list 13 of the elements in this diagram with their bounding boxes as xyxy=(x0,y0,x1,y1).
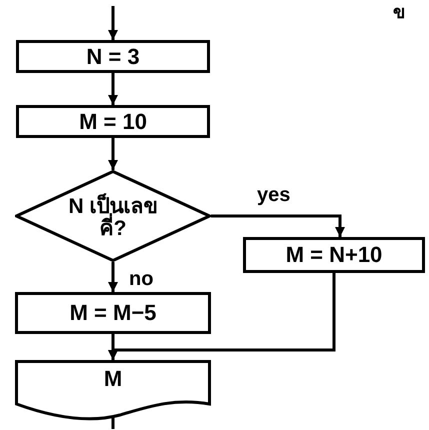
output-document: M xyxy=(15,360,211,422)
arrow xyxy=(108,138,118,170)
arrow xyxy=(108,334,118,360)
arrow xyxy=(108,262,118,292)
process-box: M = 10 xyxy=(16,105,210,138)
arrow xyxy=(108,73,118,105)
process-box: M = N+10 xyxy=(243,237,425,273)
arrow xyxy=(108,6,118,40)
arrow xyxy=(211,214,345,237)
flow-line xyxy=(112,416,114,429)
decision-diamond: N เป็นเลขคี่? xyxy=(15,170,211,262)
process-box: N = 3 xyxy=(16,40,210,73)
process-box: M = M−5 xyxy=(15,292,211,334)
